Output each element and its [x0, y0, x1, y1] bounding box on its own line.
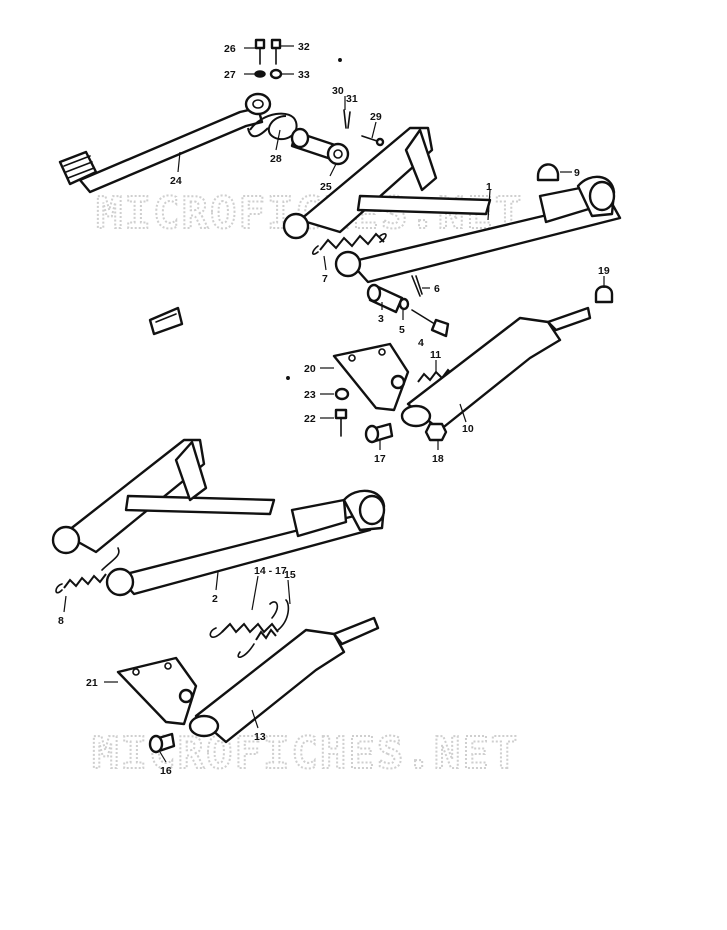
callout-32: 32: [298, 41, 310, 53]
callout-labels: 26 32 27 33 30 31 29 28 24 25 9 1 7 6 3 …: [58, 41, 610, 777]
callout-13: 13: [254, 731, 266, 743]
callout-19: 19: [598, 265, 610, 277]
part-clip-left: [148, 306, 184, 336]
part-5-washer: [398, 297, 410, 311]
callout-27: 27: [224, 69, 236, 81]
callout-11: 11: [430, 349, 441, 361]
part-7-spring: [311, 232, 387, 255]
mark-dot-1: [338, 58, 342, 62]
callout-5: 5: [399, 324, 405, 336]
part-3-pin: [366, 283, 404, 314]
callout-22: 22: [304, 413, 316, 425]
part-26-bolt: [254, 38, 266, 65]
callout-26: 26: [224, 43, 236, 55]
callout-33: 33: [298, 69, 310, 81]
callout-28: 28: [270, 153, 282, 165]
callout-15: 15: [284, 569, 296, 581]
part-18-nut: [424, 422, 448, 442]
part-8-spring: [55, 547, 120, 594]
callout-20: 20: [304, 363, 316, 375]
part-22-bolt: [334, 408, 348, 437]
callout-24: 24: [170, 175, 182, 187]
part-30-31-clip: [343, 109, 351, 129]
callout-25: 25: [320, 181, 332, 193]
part-10-side-stand: [400, 306, 592, 432]
callout-23: 23: [304, 389, 316, 401]
callout-18: 18: [432, 453, 444, 465]
part-17-bolt: [364, 422, 394, 444]
part-25-pivot-shaft: [290, 127, 350, 166]
callout-7: 7: [322, 273, 328, 285]
callout-17: 17: [374, 453, 386, 465]
part-27-washer: [254, 70, 266, 78]
part-16-bolt: [148, 732, 176, 754]
part-32-bolt: [270, 38, 282, 65]
callout-6: 6: [434, 283, 440, 295]
callout-8: 8: [58, 615, 64, 627]
callout-14-17: 14 - 17: [254, 565, 287, 577]
part-23-washer: [334, 387, 350, 401]
callout-10: 10: [462, 423, 474, 435]
callout-4: 4: [418, 337, 424, 349]
callout-1: 1: [486, 181, 492, 193]
part-19-stopper: [594, 285, 614, 304]
callout-29: 29: [370, 111, 382, 123]
callout-9: 9: [574, 167, 580, 179]
callout-31: 31: [346, 93, 358, 105]
part-4-bolt: [411, 309, 450, 338]
part-15-spring: [237, 599, 290, 659]
part-20-bracket: [332, 342, 410, 412]
callout-30: 30: [332, 85, 344, 97]
callout-3: 3: [378, 313, 384, 325]
part-14-17-spring: [209, 601, 279, 638]
leader-lines: [63, 45, 605, 763]
part-33-nut: [269, 68, 283, 80]
mark-dot-2: [286, 376, 290, 380]
callout-2: 2: [212, 593, 218, 605]
part-13-side-stand: [188, 616, 380, 744]
callout-16: 16: [160, 765, 172, 777]
part-9-stopper: [536, 163, 560, 182]
part-1-center-stand: [282, 126, 622, 284]
callout-21: 21: [86, 677, 98, 689]
part-29-pin: [361, 135, 385, 147]
part-6-cotter-pin: [411, 275, 423, 297]
part-24-pedal-arm: [58, 92, 272, 194]
part-21-bracket: [116, 656, 198, 726]
part-2-center-stand: [51, 438, 386, 597]
